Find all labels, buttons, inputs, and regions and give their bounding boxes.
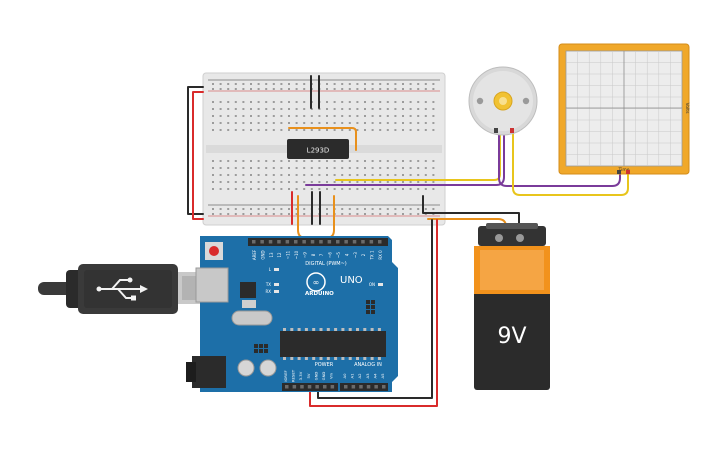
model-label: UNO — [340, 275, 363, 286]
power-pin-label: 5V — [306, 373, 311, 378]
led-indicator — [378, 283, 383, 286]
digital-pin-label: AREF — [252, 249, 257, 260]
digital-pin-label: ~5 — [336, 252, 341, 258]
led-label: RX — [265, 289, 271, 294]
led-label: ON — [369, 282, 375, 287]
led-indicator — [274, 290, 279, 293]
digital-header[interactable] — [248, 238, 388, 246]
analog-pin-label: A4 — [372, 373, 377, 379]
usb-cable-icon[interactable] — [38, 264, 206, 314]
infinity-logo-icon: ∞ — [313, 278, 320, 287]
l293d-chip[interactable]: L293D — [287, 139, 349, 159]
analog-label: ANALOG IN — [354, 362, 382, 368]
breadboard[interactable]: L293D — [202, 72, 446, 226]
analog-pin-label: A3 — [365, 373, 370, 379]
digital-pin-label: ~3 — [353, 252, 358, 258]
power-pin-label: 3.3V — [298, 371, 303, 380]
power-pin-label: IOREF — [283, 370, 288, 381]
digital-pin-label: GND — [260, 250, 265, 259]
led-indicator — [274, 283, 279, 286]
digital-pin-label: ~11 — [286, 250, 291, 259]
battery-icon[interactable]: 9V — [474, 223, 550, 390]
digital-pin-label: 13 — [269, 252, 274, 258]
analog-pin-label: A0 — [342, 373, 347, 379]
led-label: L — [269, 267, 272, 272]
power-pin-label: GND — [313, 372, 318, 381]
ic-label: L293D — [307, 147, 330, 155]
digital-pin-label: RX 0 — [378, 250, 383, 260]
power-pin-label: RESET — [291, 369, 296, 382]
wires — [187, 75, 629, 407]
digital-pin-label: ~6 — [328, 252, 333, 258]
digital-pin-label: TX 1 — [370, 250, 375, 260]
led-indicator — [274, 268, 279, 271]
power-pin-label: Vin — [329, 372, 334, 379]
analog-header[interactable] — [340, 383, 388, 391]
digital-pin-label: ~10 — [294, 250, 299, 259]
digital-pin-label: 8 — [311, 253, 316, 256]
analog-pin-label: A2 — [357, 373, 362, 379]
digital-pin-label: 7 — [319, 253, 324, 256]
oscilloscope-icon[interactable]: Time Volts — [558, 43, 690, 175]
power-pin-label: GND — [321, 372, 326, 381]
digital-label: DIGITAL (PWM~) — [305, 261, 347, 267]
scope-y-label: Volts — [684, 103, 690, 114]
analog-pin-label: A1 — [350, 373, 355, 379]
dc-motor-icon[interactable] — [468, 66, 538, 136]
digital-pin-label: 2 — [361, 253, 366, 256]
digital-pin-label: 4 — [344, 253, 349, 256]
digital-pin-label: 12 — [277, 252, 282, 258]
led-label: TX — [265, 282, 271, 287]
power-label: POWER — [315, 362, 334, 368]
battery-label: 9V — [497, 324, 526, 349]
analog-pin-label: A5 — [380, 373, 385, 379]
digital-pin-label: ~9 — [302, 252, 307, 258]
brand-label: ARDUINO — [305, 291, 334, 297]
scope-x-label: Time — [617, 167, 629, 173]
